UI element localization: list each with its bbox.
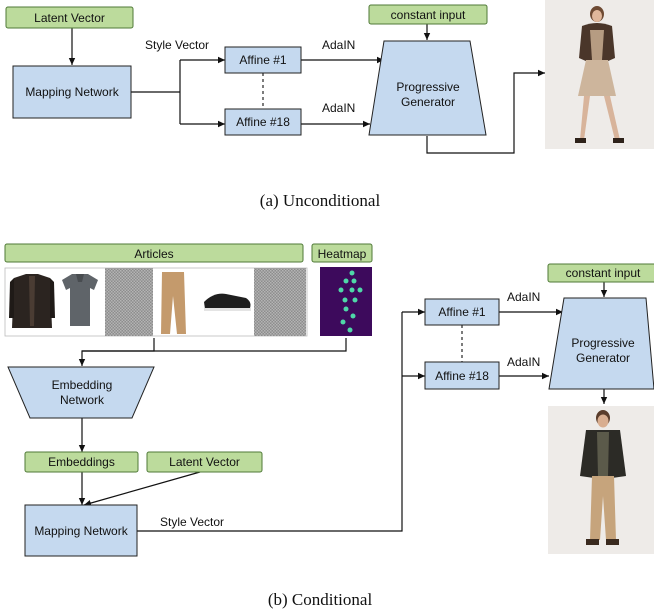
articles-label: Articles — [134, 247, 173, 261]
progressive-generator-shape-2 — [548, 297, 654, 390]
embedding-label-line1: Embedding — [52, 378, 113, 392]
edge-heatmap-to-embedding — [82, 338, 347, 352]
embeddings-tag — [24, 451, 139, 473]
heatmap-label: Heatmap — [318, 247, 367, 261]
generator-label-line2-2: Generator — [576, 351, 630, 365]
articles-strip — [4, 267, 308, 337]
affine-1-box-2 — [424, 298, 500, 326]
affine-18-label-2: Affine #18 — [435, 369, 489, 383]
adain-2-label: AdaIN — [322, 101, 355, 115]
style-vector-label-2: Style Vector — [160, 515, 224, 529]
heatmap-image — [320, 267, 372, 336]
affine-18-box — [224, 108, 302, 136]
affine-1-label: Affine #1 — [239, 53, 286, 67]
embeddings-label: Embeddings — [48, 455, 115, 469]
edge-articles-to-embedding — [78, 338, 155, 366]
progressive-generator-shape — [368, 40, 487, 136]
article-empty-slot-2 — [254, 268, 306, 336]
conditional-panel: Articles Heatmap — [4, 243, 654, 609]
unconditional-panel: Latent Vector Mapping Network Style Vect… — [5, 0, 654, 210]
constant-input-tag-2 — [547, 263, 654, 283]
adain-2-label-2: AdaIN — [507, 355, 540, 369]
style-vector-label: Style Vector — [145, 38, 209, 52]
heatmap-tag — [311, 243, 373, 263]
mapping-network-label: Mapping Network — [25, 85, 119, 99]
affine-18-label: Affine #18 — [236, 115, 290, 129]
generator-label-line1-2: Progressive — [571, 336, 635, 350]
generator-label-line1: Progressive — [396, 80, 460, 94]
caption-conditional: (b) Conditional — [268, 590, 373, 609]
article-trousers-image — [161, 272, 186, 334]
article-shoe-image — [204, 293, 251, 311]
constant-input-label: constant input — [391, 8, 466, 22]
article-jacket-image — [9, 274, 55, 328]
generated-output-image — [545, 0, 654, 149]
affine-18-box-2 — [424, 361, 500, 390]
edge-generator-to-output — [426, 69, 545, 154]
affine-1-label-2: Affine #1 — [438, 305, 485, 319]
latent-vector-tag-2 — [146, 451, 263, 473]
caption-unconditional: (a) Unconditional — [260, 191, 381, 210]
constant-input-label-2: constant input — [566, 266, 641, 280]
embedding-network-shape — [7, 366, 155, 419]
embedding-label-line2: Network — [60, 393, 105, 407]
adain-1-label: AdaIN — [322, 38, 355, 52]
latent-vector-label: Latent Vector — [34, 11, 105, 25]
edge-latent-to-mapping — [83, 471, 201, 507]
article-empty-slot — [105, 268, 153, 336]
mapping-network-box-2 — [24, 504, 138, 557]
latent-vector-label-2: Latent Vector — [169, 455, 240, 469]
affine-1-box — [224, 46, 302, 74]
generator-label-line2: Generator — [401, 95, 455, 109]
articles-tag — [4, 243, 304, 263]
edge-style-vector — [137, 312, 403, 532]
article-tshirt-image — [62, 274, 98, 326]
generated-output-image-2 — [548, 406, 654, 554]
mapping-network-label-2: Mapping Network — [34, 524, 128, 538]
constant-input-tag — [368, 4, 488, 25]
adain-1-label-2: AdaIN — [507, 290, 540, 304]
mapping-network-box — [12, 65, 132, 119]
latent-vector-tag — [5, 6, 134, 29]
